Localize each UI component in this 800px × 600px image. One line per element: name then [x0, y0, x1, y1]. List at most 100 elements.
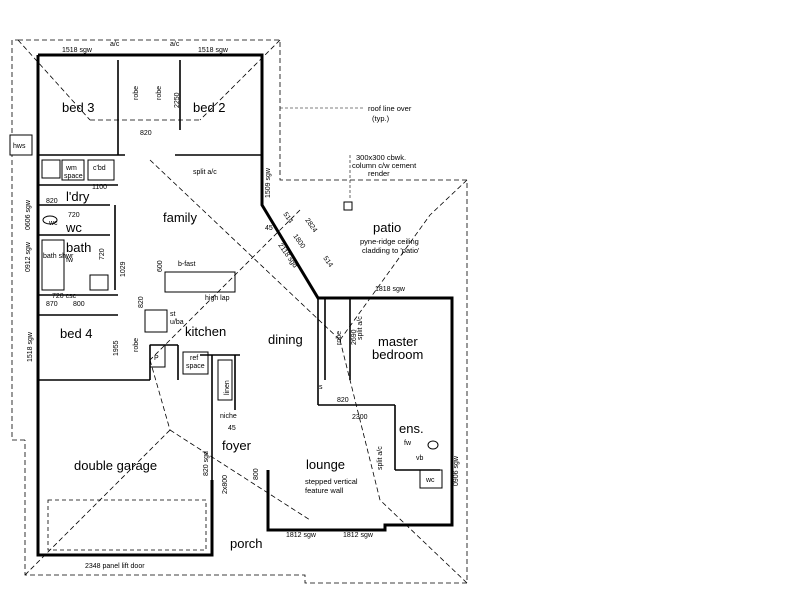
room-bath: bath [66, 240, 91, 255]
room-kitchen: kitchen [185, 324, 226, 339]
wm-label: wm [65, 165, 77, 172]
bath-fixtures [41, 159, 443, 489]
dim-2690: 2690 [351, 329, 358, 345]
dim-0606: 0606 sgw [25, 199, 32, 230]
room-dining: dining [268, 332, 303, 347]
floor-waste-label: fw [66, 257, 74, 264]
dim-1812-a: 1812 sgw [286, 532, 317, 539]
dim-720-bath: 720 [99, 248, 106, 260]
dim-514-b: 514 [321, 255, 333, 269]
split-ac-master: split a/c [357, 316, 364, 340]
roof-line-note: roof line over [368, 104, 412, 113]
pantry-label: P [154, 355, 159, 362]
dim-1518-bed3: 1518 sgw [62, 47, 93, 54]
dim-600: 600 [157, 260, 164, 272]
hws-box [9, 134, 33, 156]
high-lap-label: high lap [205, 295, 230, 302]
room-patio: patio [373, 220, 401, 235]
room-lounge: lounge [306, 457, 345, 472]
ceiling-note-2: cladding to 'patio' [362, 246, 420, 255]
room-bed-3: bed 3 [62, 100, 95, 115]
cupboard-label: c'bd [93, 165, 106, 172]
roof-line-typ: (typ.) [372, 114, 390, 123]
exterior-walls [36, 53, 454, 557]
wc-fixture-label: wc [48, 220, 58, 227]
room-family: family [163, 210, 197, 225]
ref-label: ref [190, 355, 198, 362]
ceiling-note-1: pyne-ridge ceiling [360, 237, 419, 246]
wm-space-label: space [64, 173, 83, 180]
dim-1800: 1800 [291, 233, 306, 250]
dim-2x800: 2x800 [222, 475, 229, 494]
dim-720-wc: 720 [68, 212, 80, 219]
ensuite-vb-label: vb [416, 455, 424, 462]
ac-label-2: a/c [170, 41, 180, 48]
robe-bed-2: robe [156, 86, 163, 100]
roof-line [11, 39, 468, 584]
dim-800-foyer: 800 [253, 468, 260, 480]
dim-820-master: 820 [337, 397, 349, 404]
stove-label: st [170, 311, 176, 318]
room-bed-2: bed 2 [193, 100, 226, 115]
panel-lift-door-note: 2348 panel lift door [85, 563, 145, 570]
dim-1812-b: 1812 sgw [343, 532, 374, 539]
ensuite-wc-label: wc [425, 477, 435, 484]
sink-label: s [319, 384, 323, 391]
dim-820-bed3: 820 [140, 130, 152, 137]
dim-800-bed4: 800 [73, 301, 85, 308]
ref-space-label: space [186, 363, 205, 370]
room-foyer: foyer [222, 438, 252, 453]
interior-walls [38, 60, 440, 480]
feature-wall-note-2: feature wall [305, 486, 344, 495]
robe-bed-4: robe [133, 338, 140, 352]
dim-0906: 0906 sgw [453, 455, 460, 486]
dim-1955: 1955 [113, 340, 120, 356]
room-master: master [378, 334, 418, 349]
dim-2300: 2300 [352, 414, 368, 421]
dim-820-laundry: 820 [46, 198, 58, 205]
dim-0912: 0912 sgw [25, 241, 32, 272]
dim-870: 870 [46, 301, 58, 308]
dim-45-dining: 45 [265, 225, 273, 232]
dim-514-a: 514 [281, 211, 293, 225]
dim-1509: 1509 sgw [265, 167, 272, 198]
dim-1029: 1029 [120, 261, 127, 277]
column-note-1: 300x300 cbwk. [356, 153, 406, 162]
csc-label: 720 csc [52, 293, 77, 300]
robe-master: robe [336, 331, 343, 345]
dim-1518-bed2: 1518 sgw [198, 47, 229, 54]
dim-820-sgd: 820 sgd [203, 451, 210, 476]
room-bedroom: bedroom [372, 347, 423, 362]
dim-2824: 2824 [303, 217, 318, 234]
ensuite-fw-label: fw [404, 440, 412, 447]
linen-label: linen [224, 380, 231, 395]
room-wc: wc [65, 220, 82, 235]
dim-1518-bed4: 1518 sgw [27, 331, 34, 362]
room-porch: porch [230, 536, 263, 551]
column-note-3: render [368, 169, 390, 178]
niche-label: niche [220, 413, 237, 420]
dim-45-foyer: 45 [228, 425, 236, 432]
kitchen-benches [144, 271, 236, 401]
ac-label-1: a/c [110, 41, 120, 48]
split-ac-family: split a/c [193, 169, 217, 176]
column-note-2: column c/w cement [352, 161, 417, 170]
robe-bed-3: robe [133, 86, 140, 100]
room-ensuite: ens. [399, 421, 424, 436]
dim-1818: 1818 sgw [375, 286, 406, 293]
patio-column [343, 201, 353, 211]
room-laundry: l'dry [66, 189, 90, 204]
garage-door [47, 499, 207, 551]
underbench-label: u/ba [170, 319, 184, 326]
bath-shower-label: bath shwr [43, 253, 74, 260]
room-bed-4: bed 4 [60, 326, 93, 341]
feature-wall-note-1: stepped vertical [305, 477, 358, 486]
breakfast-label: b-fast [178, 261, 196, 268]
dim-1100: 1100 [92, 184, 107, 191]
dim-2250: 2250 [174, 92, 181, 108]
room-double-garage: double garage [74, 458, 157, 473]
hws-label: hws [13, 143, 26, 150]
dim-820-kitchen: 820 [138, 296, 145, 308]
split-ac-lounge: split a/c [377, 446, 384, 470]
